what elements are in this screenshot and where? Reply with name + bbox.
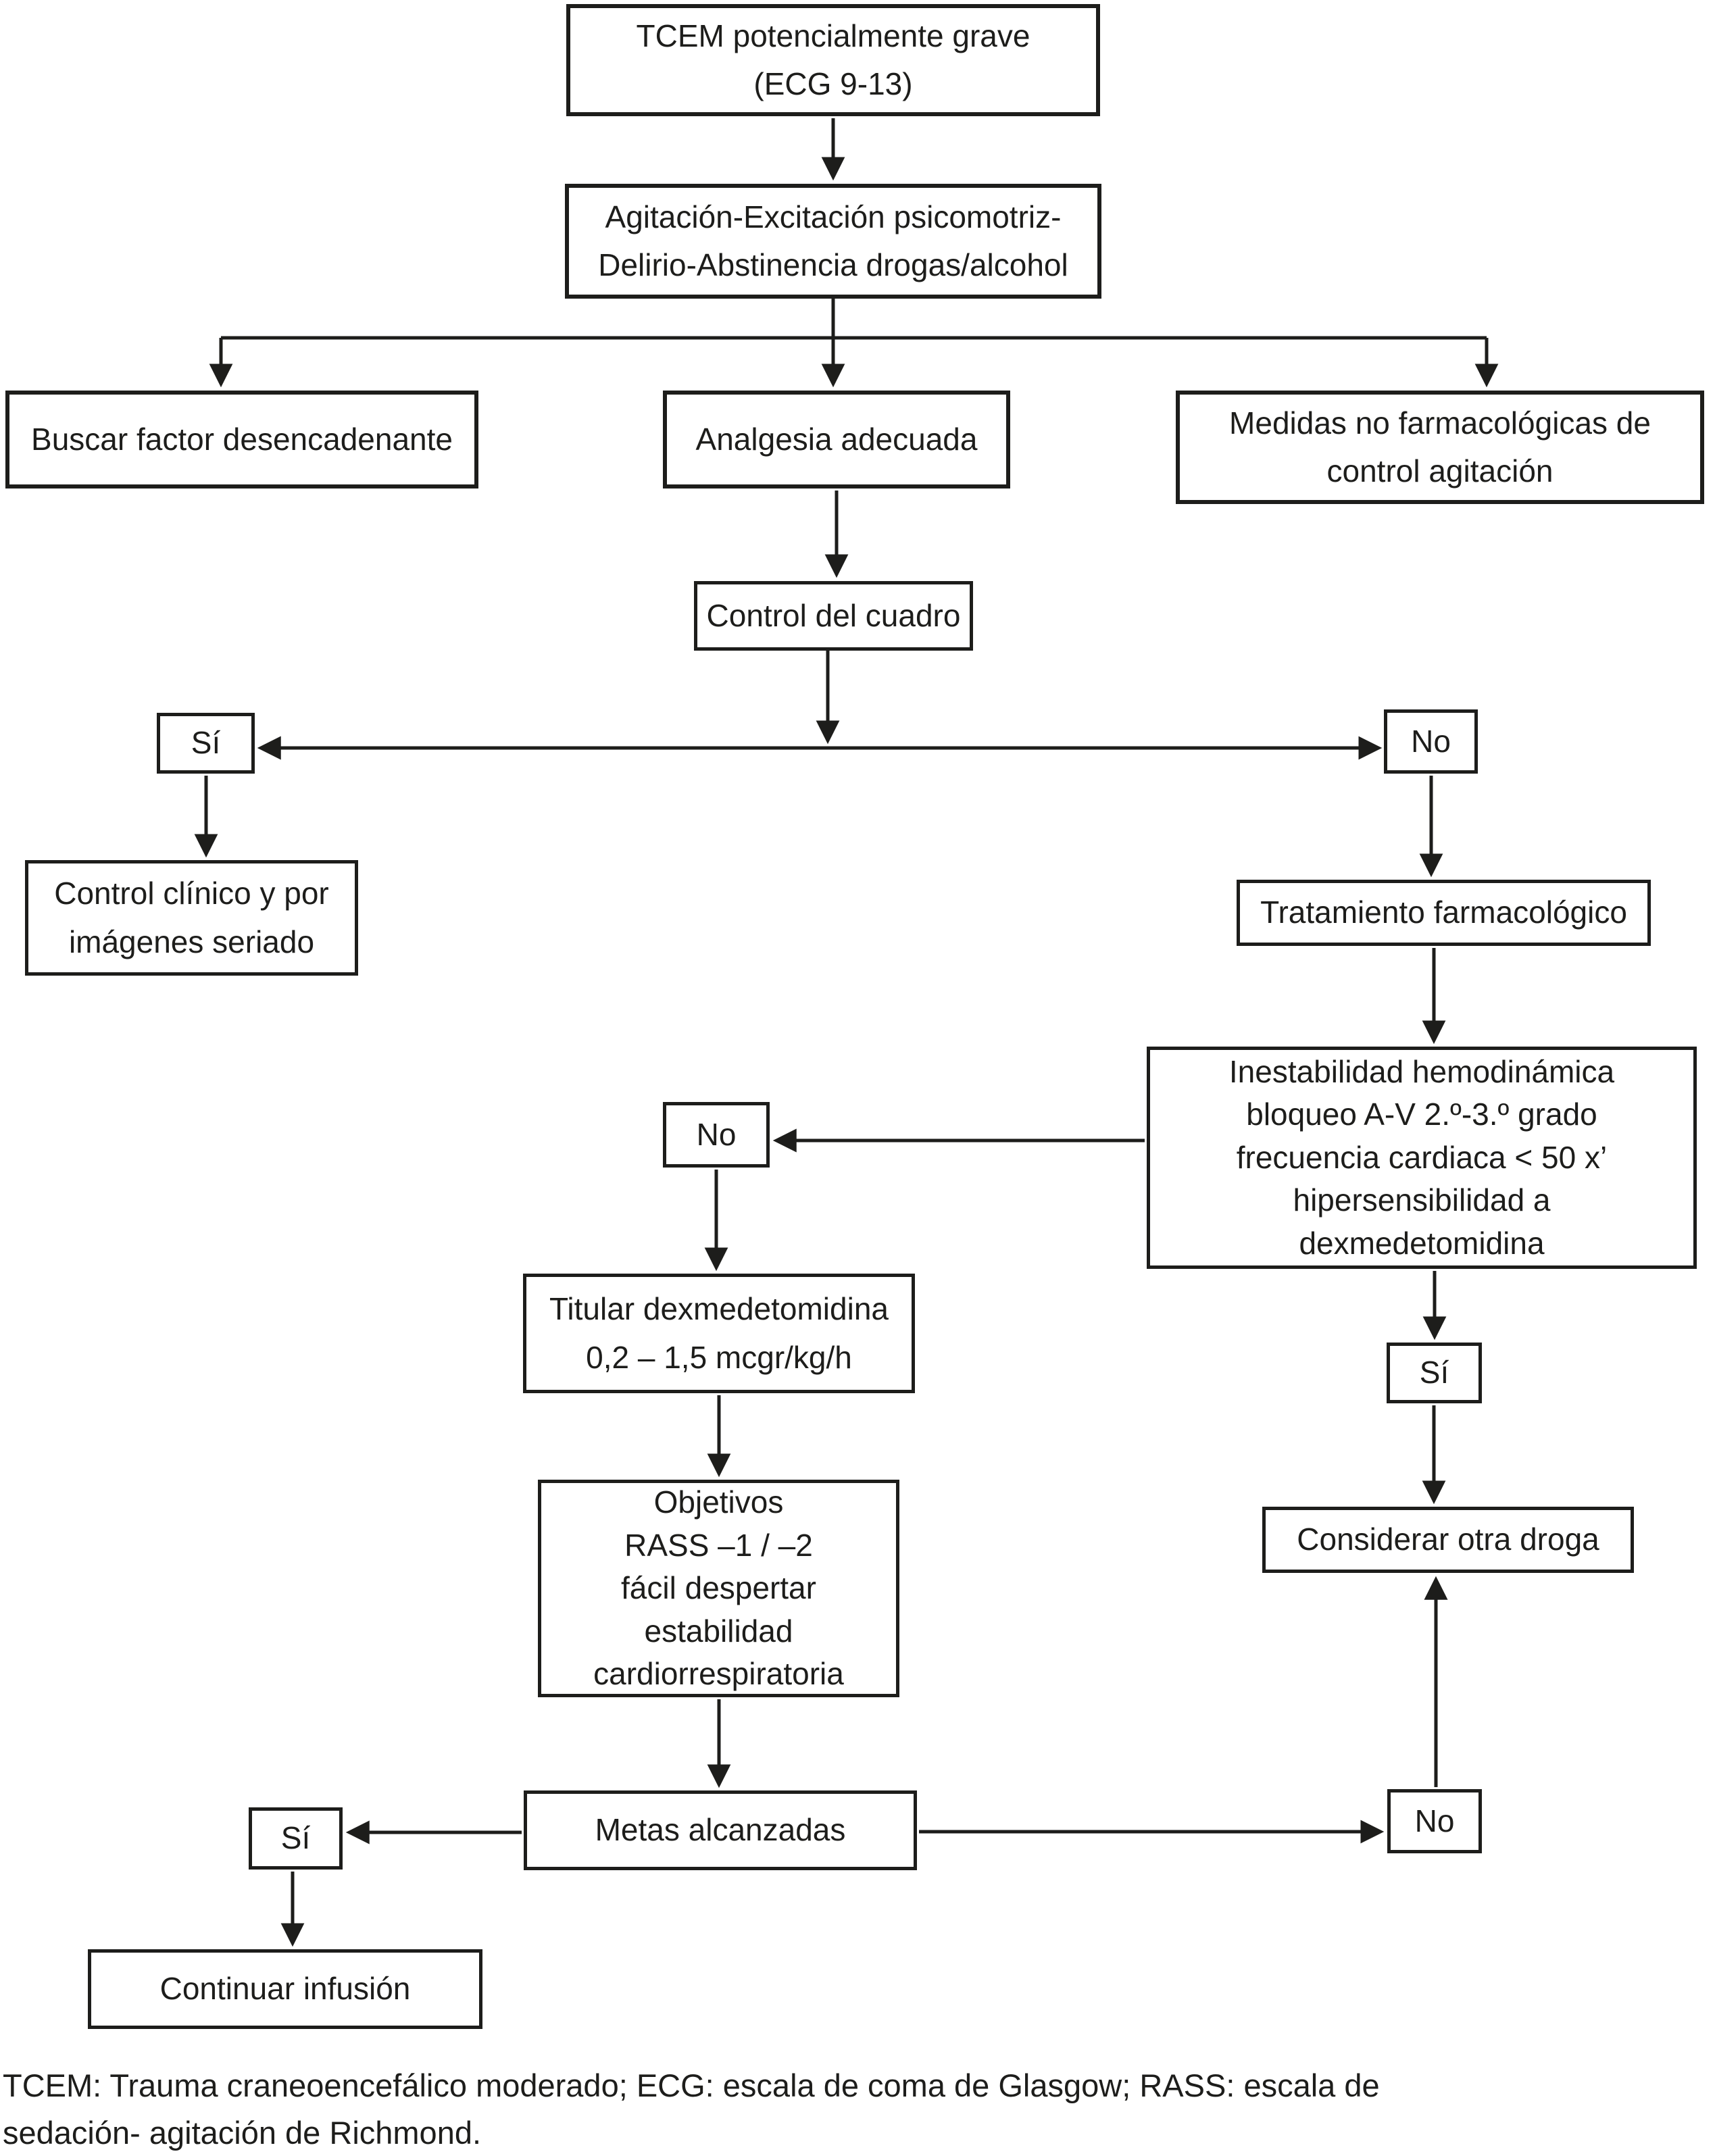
node-titular-dexmedetomidina: Titular dexmedetomidina 0,2 – 1,5 mcgr/k… [523, 1274, 915, 1393]
node-medidas-no-farmacologicas: Medidas no farmacológicas de control agi… [1176, 391, 1704, 504]
node-objetivos-rass: Objetivos RASS –1 / –2 fácil despertar e… [538, 1480, 899, 1697]
node-tratamiento-farmacologico: Tratamiento farmacológico [1237, 880, 1651, 946]
label-no-3: No [1387, 1789, 1482, 1853]
label-si-3: Sí [1387, 1343, 1482, 1403]
node-inestabilidad: Inestabilidad hemodinámica bloqueo A-V 2… [1147, 1047, 1697, 1269]
node-considerar-otra-droga: Considerar otra droga [1262, 1507, 1634, 1573]
node-continuar-infusion: Continuar infusión [88, 1949, 482, 2029]
footer-note: TCEM: Trauma craneoencefálico moderado; … [3, 2067, 1380, 2151]
label-no-1: No [1384, 709, 1478, 774]
label-no-2: No [663, 1102, 770, 1168]
node-analgesia: Analgesia adecuada [663, 391, 1010, 488]
label-si-1: Sí [157, 713, 255, 774]
node-buscar-factor: Buscar factor desencadenante [5, 391, 478, 488]
node-control-del-cuadro: Control del cuadro [694, 581, 973, 651]
node-control-clinico: Control clínico y por imágenes seriado [25, 860, 358, 976]
node-metas-alcanzadas: Metas alcanzadas [524, 1790, 917, 1870]
node-agitacion: Agitación-Excitación psicomotriz- Deliri… [565, 184, 1101, 299]
label-si-2: Sí [249, 1807, 343, 1870]
node-tcem: TCEM potencialmente grave (ECG 9-13) [566, 4, 1100, 116]
